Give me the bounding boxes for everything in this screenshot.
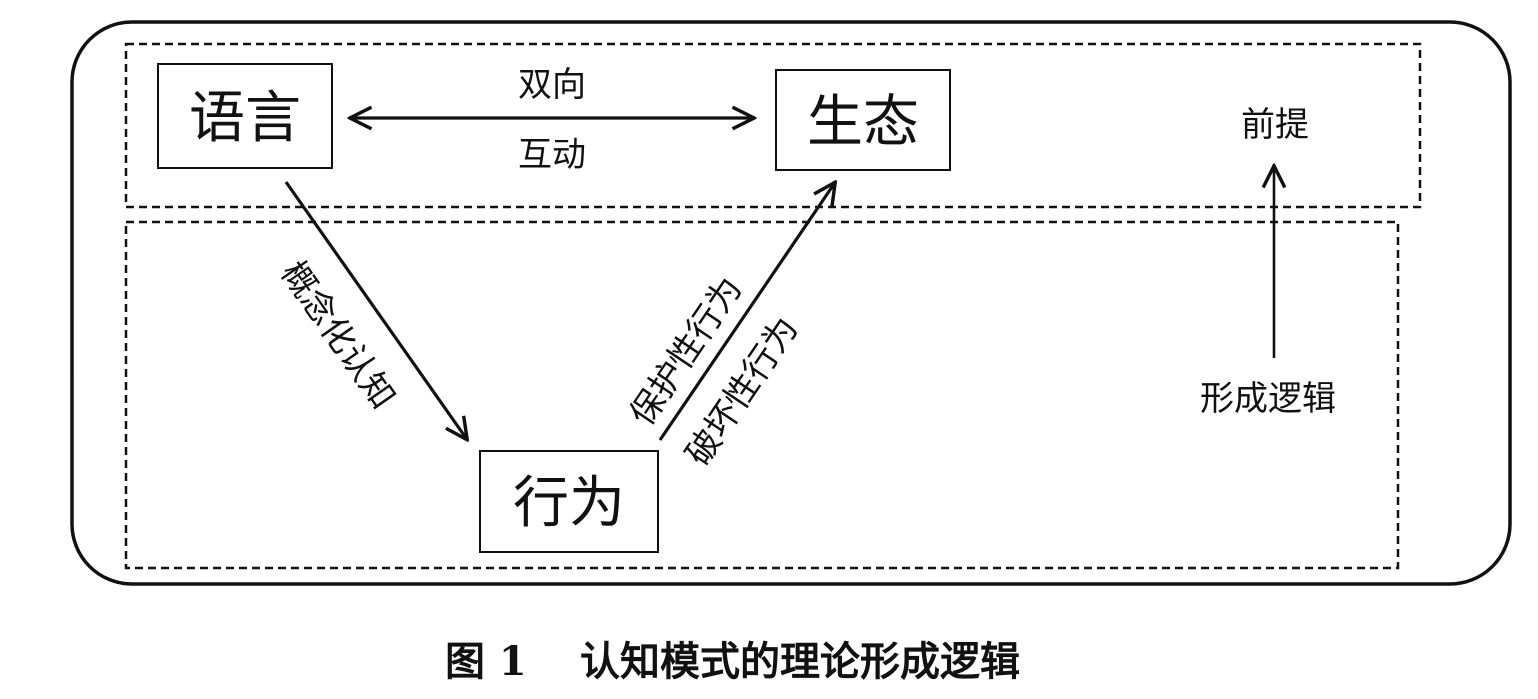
bidirectional-label-top: 双向 xyxy=(518,65,586,105)
arrow-behavior-to-ecology xyxy=(658,184,834,441)
legend-premise: 前提 xyxy=(1241,105,1309,145)
node-behavior: 行为 xyxy=(479,450,659,553)
logic-region xyxy=(124,220,1400,570)
outer-frame xyxy=(70,20,1512,586)
node-behavior-box xyxy=(479,450,659,553)
node-behavior-label: 行为 xyxy=(513,471,625,536)
node-language-label: 语言 xyxy=(189,86,301,151)
node-language: 语言 xyxy=(157,63,333,169)
bidirectional-label-bottom: 互动 xyxy=(518,135,586,175)
legend-formation-logic: 形成逻辑 xyxy=(1200,379,1336,419)
node-language-box xyxy=(157,63,333,169)
node-ecology-label: 生态 xyxy=(807,90,919,155)
node-ecology: 生态 xyxy=(775,69,951,171)
label-conceptual-cognition: 概念化认知 xyxy=(273,254,403,416)
arrow-language-to-behavior xyxy=(284,181,466,438)
figure-caption: 图 1 认知模式的理论形成逻辑 xyxy=(445,638,1020,685)
caption-number: 图 1 xyxy=(445,638,527,685)
node-ecology-box xyxy=(775,69,951,171)
caption-title: 认知模式的理论形成逻辑 xyxy=(580,638,1020,685)
